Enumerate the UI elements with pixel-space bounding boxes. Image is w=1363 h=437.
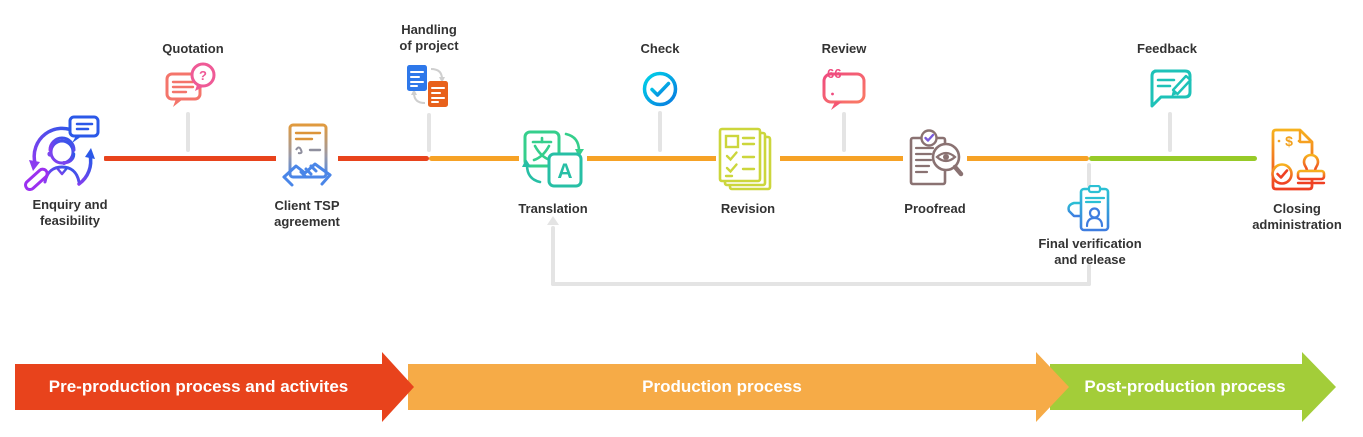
svg-text:A: A: [557, 160, 572, 183]
step-label-check: Check: [640, 41, 680, 56]
quote-review-bubble-icon: 66: [821, 66, 867, 110]
connector-quotation: [186, 112, 190, 152]
feedback-pencil-bubble-icon: [1147, 66, 1193, 108]
loop-arrowhead-icon: [547, 216, 559, 225]
step-label-client-tsp: Client TSP agreement: [274, 198, 340, 229]
step-label-feedback: Feedback: [1137, 41, 1197, 56]
connector-feedback: [1168, 112, 1172, 152]
step-label-final-verification: Final verification and release: [1038, 236, 1142, 267]
quote-question-bubble-icon: ?: [164, 62, 216, 110]
support-agent-icon: [24, 114, 104, 194]
phase-arrow-production: [408, 364, 1036, 410]
connector-final-verification: [1087, 163, 1091, 187]
phase-arrowhead-production-icon: [1036, 352, 1069, 422]
checklist-pages-icon: [716, 122, 780, 196]
phase-arrowhead-pre-icon: [382, 352, 414, 422]
timeline-segment-post: [1089, 156, 1257, 161]
contract-handshake-icon: [276, 122, 338, 196]
phase-arrow-post: [1050, 364, 1302, 410]
invoice-stamp-icon: $: [1265, 124, 1331, 196]
step-label-enquiry: Enquiry and feasibility: [32, 197, 108, 228]
step-label-handling: Handling of project: [399, 22, 459, 53]
step-label-proofread: Proofread: [904, 201, 966, 216]
connector-review: [842, 112, 846, 152]
timeline-segment-pre: [103, 156, 429, 161]
connector-check: [658, 111, 662, 152]
step-label-translation: Translation: [518, 201, 588, 216]
loop-line-right: [1087, 264, 1091, 286]
phase-label-pre: Pre-production process and activites: [48, 377, 349, 396]
magnifier-eye-document-icon: [903, 126, 967, 192]
clipboard-id-hand-icon: [1064, 185, 1116, 235]
loop-line-left: [551, 226, 555, 286]
svg-text:66: 66: [827, 66, 841, 81]
language-translate-icon: A: [519, 122, 587, 194]
phase-label-post: Post-production process: [1084, 377, 1286, 396]
document-transfer-icon: [404, 62, 454, 110]
step-label-revision: Revision: [720, 201, 776, 216]
phase-arrowhead-post-icon: [1302, 352, 1336, 422]
phase-arrow-pre: [15, 364, 382, 410]
step-label-quotation: Quotation: [162, 41, 224, 56]
step-label-closing: Closing administration: [1252, 201, 1342, 232]
svg-text:?: ?: [199, 68, 207, 83]
loop-line-bottom: [551, 282, 1091, 286]
connector-handling: [427, 113, 431, 152]
svg-text:$: $: [1285, 133, 1293, 149]
check-circle-icon: [641, 70, 679, 108]
step-label-review: Review: [821, 41, 867, 56]
phase-label-production: Production process: [642, 377, 802, 396]
